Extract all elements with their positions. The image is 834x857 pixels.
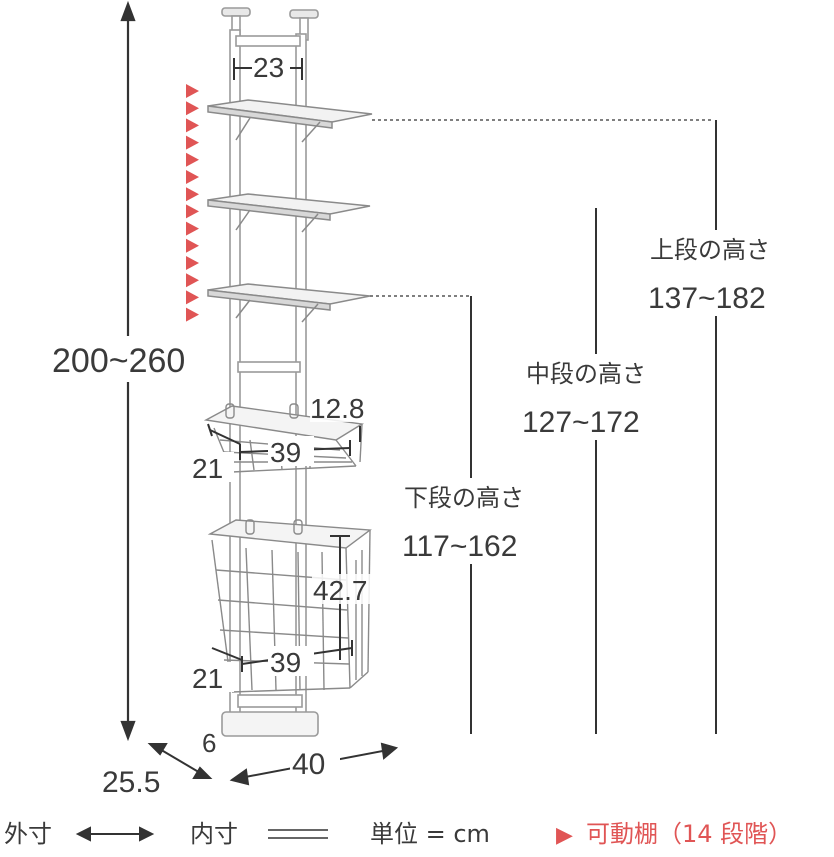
legend: 外寸 内寸 単位 = cm ▶ 可動棚（14 段階） — [4, 820, 792, 848]
pole-width-value: 23 — [253, 52, 284, 83]
base-depth-arrow — [147, 743, 213, 779]
adjustable-marker-triangle — [186, 152, 199, 167]
legend-adjustable-shelf: 可動棚（14 段階） — [586, 820, 792, 848]
adjustable-marker-triangle — [186, 290, 199, 305]
adjustable-marker-triangle — [186, 256, 199, 270]
lower-shelf-height-range: 117~162 — [402, 530, 517, 563]
large-basket-side-value: 21 — [192, 663, 223, 694]
small-basket-depth-value: 12.8 — [310, 393, 365, 424]
middle-shelf-height-range: 127~172 — [522, 406, 640, 439]
adjustable-shelf-markers — [186, 84, 199, 322]
upper-shelf-height-range: 137~182 — [648, 282, 766, 315]
overall-height-value: 200~260 — [52, 342, 185, 380]
adjustable-marker-triangle — [186, 101, 199, 116]
double-line-icon — [268, 829, 328, 839]
small-basket-side-value: 21 — [192, 453, 223, 484]
rack-frame — [221, 7, 319, 737]
adjustable-marker-triangle — [186, 273, 199, 288]
adjustable-marker-triangle — [186, 135, 199, 150]
legend-inner-label: 内寸 — [190, 820, 238, 848]
adjustable-marker-triangle — [186, 204, 199, 219]
upper-shelf-height-label: 上段の高さ — [650, 236, 770, 264]
adjustable-marker-triangle — [186, 118, 199, 133]
adjustable-marker-triangle — [186, 170, 199, 184]
legend-outer-label: 外寸 — [4, 820, 52, 848]
shelf-middle — [207, 193, 371, 233]
adjustable-marker-triangle — [186, 84, 199, 98]
shelf-upper — [207, 99, 373, 143]
legend-unit: 単位 = cm — [370, 820, 490, 848]
adjustable-marker-triangle — [186, 238, 199, 253]
base-width-value: 40 — [292, 748, 325, 781]
shelf-height-guides — [370, 119, 717, 734]
large-basket-height-value: 42.7 — [313, 575, 368, 606]
base-depth-value: 25.5 — [102, 766, 160, 799]
double-arrow-icon — [75, 826, 155, 842]
play-triangle-icon: ▶ — [556, 822, 573, 847]
adjustable-marker-triangle — [186, 187, 199, 202]
small-basket-width-value: 39 — [270, 437, 301, 468]
adjustable-marker-triangle — [186, 307, 199, 322]
base-height-value: 6 — [202, 728, 216, 758]
large-basket-width-value: 39 — [270, 647, 301, 678]
adjustable-marker-triangle — [186, 221, 199, 236]
middle-shelf-height-label: 中段の高さ — [526, 360, 646, 388]
lower-shelf-height-label: 下段の高さ — [404, 484, 524, 512]
